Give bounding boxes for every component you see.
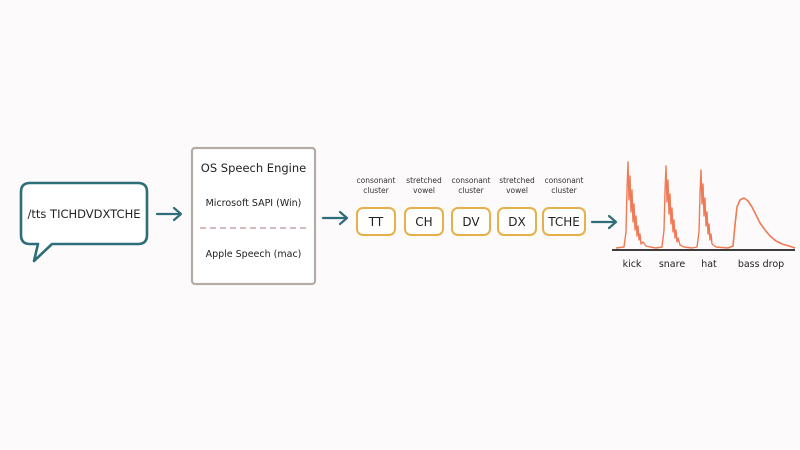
tts-command-text: /tts TICHDVDXTCHE (28, 207, 141, 221)
phoneme-caption-line2: cluster (551, 186, 577, 195)
phoneme-chip: stretched vowel CH (404, 176, 444, 236)
phoneme-chip: consonant cluster TT (356, 176, 396, 236)
phoneme-chip: stretched vowel DX (497, 176, 537, 236)
phoneme-token: CH (415, 215, 432, 229)
phoneme-caption-line1: consonant (451, 176, 490, 185)
arrow-phonemes-to-waveform (590, 214, 618, 230)
phoneme-caption-line1: consonant (356, 176, 395, 185)
waveform-label-snare: snare (659, 259, 685, 270)
phoneme-chip: consonant cluster DV (451, 176, 491, 236)
speech-engine-box: OS Speech Engine Microsoft SAPI (Win) Ap… (190, 146, 317, 286)
speech-bubble-shape (19, 181, 149, 263)
engine-option-sapi: Microsoft SAPI (Win) (206, 198, 302, 209)
phoneme-chip-box (404, 207, 444, 236)
engine-option-apple: Apple Speech (mac) (206, 249, 302, 260)
bass-drop-waveform (727, 197, 796, 249)
snare-waveform (655, 165, 693, 249)
phoneme-caption-line1: stretched (406, 176, 442, 185)
hat-waveform (691, 169, 729, 249)
phoneme-caption-line2: cluster (458, 186, 484, 195)
phoneme-caption-line1: stretched (499, 176, 535, 185)
phoneme-caption-line2: vowel (413, 186, 435, 195)
waveform-label-hat: hat (701, 259, 717, 270)
phoneme-row: consonant cluster TT stretched vowel CH … (356, 176, 586, 236)
waveform-label-kick: kick (623, 259, 642, 270)
phoneme-token: TCHE (547, 215, 580, 229)
speech-engine-frame (190, 146, 317, 286)
speech-bubble: /tts TICHDVDXTCHE (19, 181, 149, 263)
speech-engine-title: OS Speech Engine (201, 161, 306, 175)
phoneme-token: TT (368, 215, 384, 229)
waveform-label-bass-drop: bass drop (738, 259, 784, 270)
phoneme-chip-box (542, 207, 586, 236)
arrow-engine-to-phonemes (321, 210, 349, 226)
phoneme-caption-line2: cluster (363, 186, 389, 195)
phoneme-token: DV (462, 215, 480, 229)
waveform: kick snare hat bass drop (612, 161, 796, 270)
phoneme-chip-box (451, 207, 491, 236)
phoneme-chip-box (356, 207, 396, 236)
phoneme-chip: consonant cluster TCHE (542, 176, 586, 236)
phoneme-caption-line2: vowel (506, 186, 528, 195)
phoneme-token: DX (508, 215, 525, 229)
kick-waveform (615, 161, 657, 249)
arrow-bubble-to-engine (155, 206, 183, 222)
phoneme-caption-line1: consonant (544, 176, 583, 185)
phoneme-chip-box (497, 207, 537, 236)
